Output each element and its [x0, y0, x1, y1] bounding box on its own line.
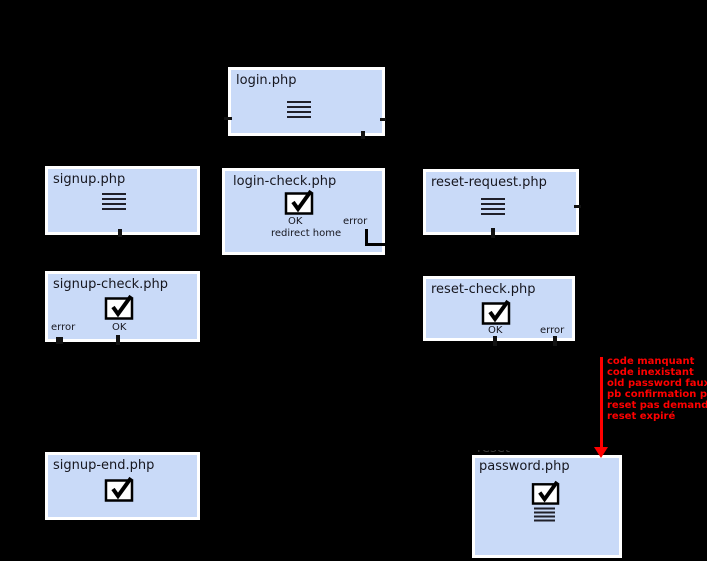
- node-login-php: login.php: [228, 67, 385, 136]
- error-reason: reset expiré: [607, 411, 676, 422]
- connector-fragment: [116, 335, 120, 345]
- connector-fragment: [491, 228, 495, 238]
- connector-elbow-vertical: [365, 229, 368, 246]
- error-reason: pb confirmation pw: [607, 389, 707, 400]
- node-signup-end-php: signup-end.php: [45, 452, 200, 520]
- error-reason: code manquant: [607, 356, 695, 367]
- form-lines-icon: [286, 100, 312, 119]
- clipped-title-fragment: reset-: [477, 450, 519, 458]
- error-reasons-list: code manquant code inexistant old passwo…: [607, 356, 707, 422]
- connector-fragment: [56, 337, 63, 344]
- node-reset-check-php: reset-check.php OK error: [423, 276, 575, 341]
- node-signup-php: signup.php: [45, 166, 200, 235]
- connector-fragment: [224, 117, 232, 120]
- ok-label: OK: [288, 216, 303, 227]
- checkbox-icon: [531, 479, 562, 505]
- checkbox-icon: [481, 298, 513, 325]
- connector-elbow-horizontal: [365, 243, 386, 246]
- error-reason: old password faux: [607, 378, 707, 389]
- node-title: login-check.php: [233, 174, 337, 189]
- redirect-home-label: redirect home: [271, 228, 342, 239]
- error-label: error: [51, 322, 76, 333]
- connector-fragment: [553, 336, 557, 346]
- error-reason: reset pas demandé: [607, 400, 707, 411]
- node-title: login.php: [236, 73, 297, 88]
- checkbox-icon: [104, 475, 136, 502]
- node-signup-check-php: signup-check.php error OK: [45, 271, 200, 342]
- node-title: signup.php: [53, 172, 126, 187]
- ok-label: OK: [488, 325, 503, 336]
- form-lines-icon: [101, 192, 127, 211]
- connector-fragment: [361, 131, 365, 139]
- checkbox-icon: [284, 188, 316, 215]
- form-lines-icon: [533, 507, 556, 522]
- node-title: signup-check.php: [53, 277, 168, 292]
- form-lines-icon: [480, 197, 506, 216]
- checkbox-icon: [104, 293, 136, 320]
- error-arrowhead-icon: [594, 447, 608, 458]
- connector-fragment: [380, 118, 386, 121]
- node-title: password.php: [479, 459, 570, 474]
- error-arrow-line: [600, 357, 603, 449]
- error-label: error: [540, 325, 565, 336]
- node-login-check-php: login-check.php OK error redirect home: [222, 168, 385, 255]
- ok-label: OK: [112, 322, 127, 333]
- node-title: reset-request.php: [431, 175, 547, 190]
- connector-fragment: [118, 229, 122, 237]
- connector-fragment: [574, 205, 581, 208]
- node-reset-password-php: password.php: [472, 455, 622, 558]
- node-reset-request-php: reset-request.php: [423, 169, 579, 235]
- error-reason: code inexistant: [607, 367, 694, 378]
- node-title: reset-check.php: [431, 282, 536, 297]
- node-title: signup-end.php: [53, 458, 155, 473]
- connector-fragment: [493, 336, 497, 346]
- error-label: error: [343, 216, 368, 227]
